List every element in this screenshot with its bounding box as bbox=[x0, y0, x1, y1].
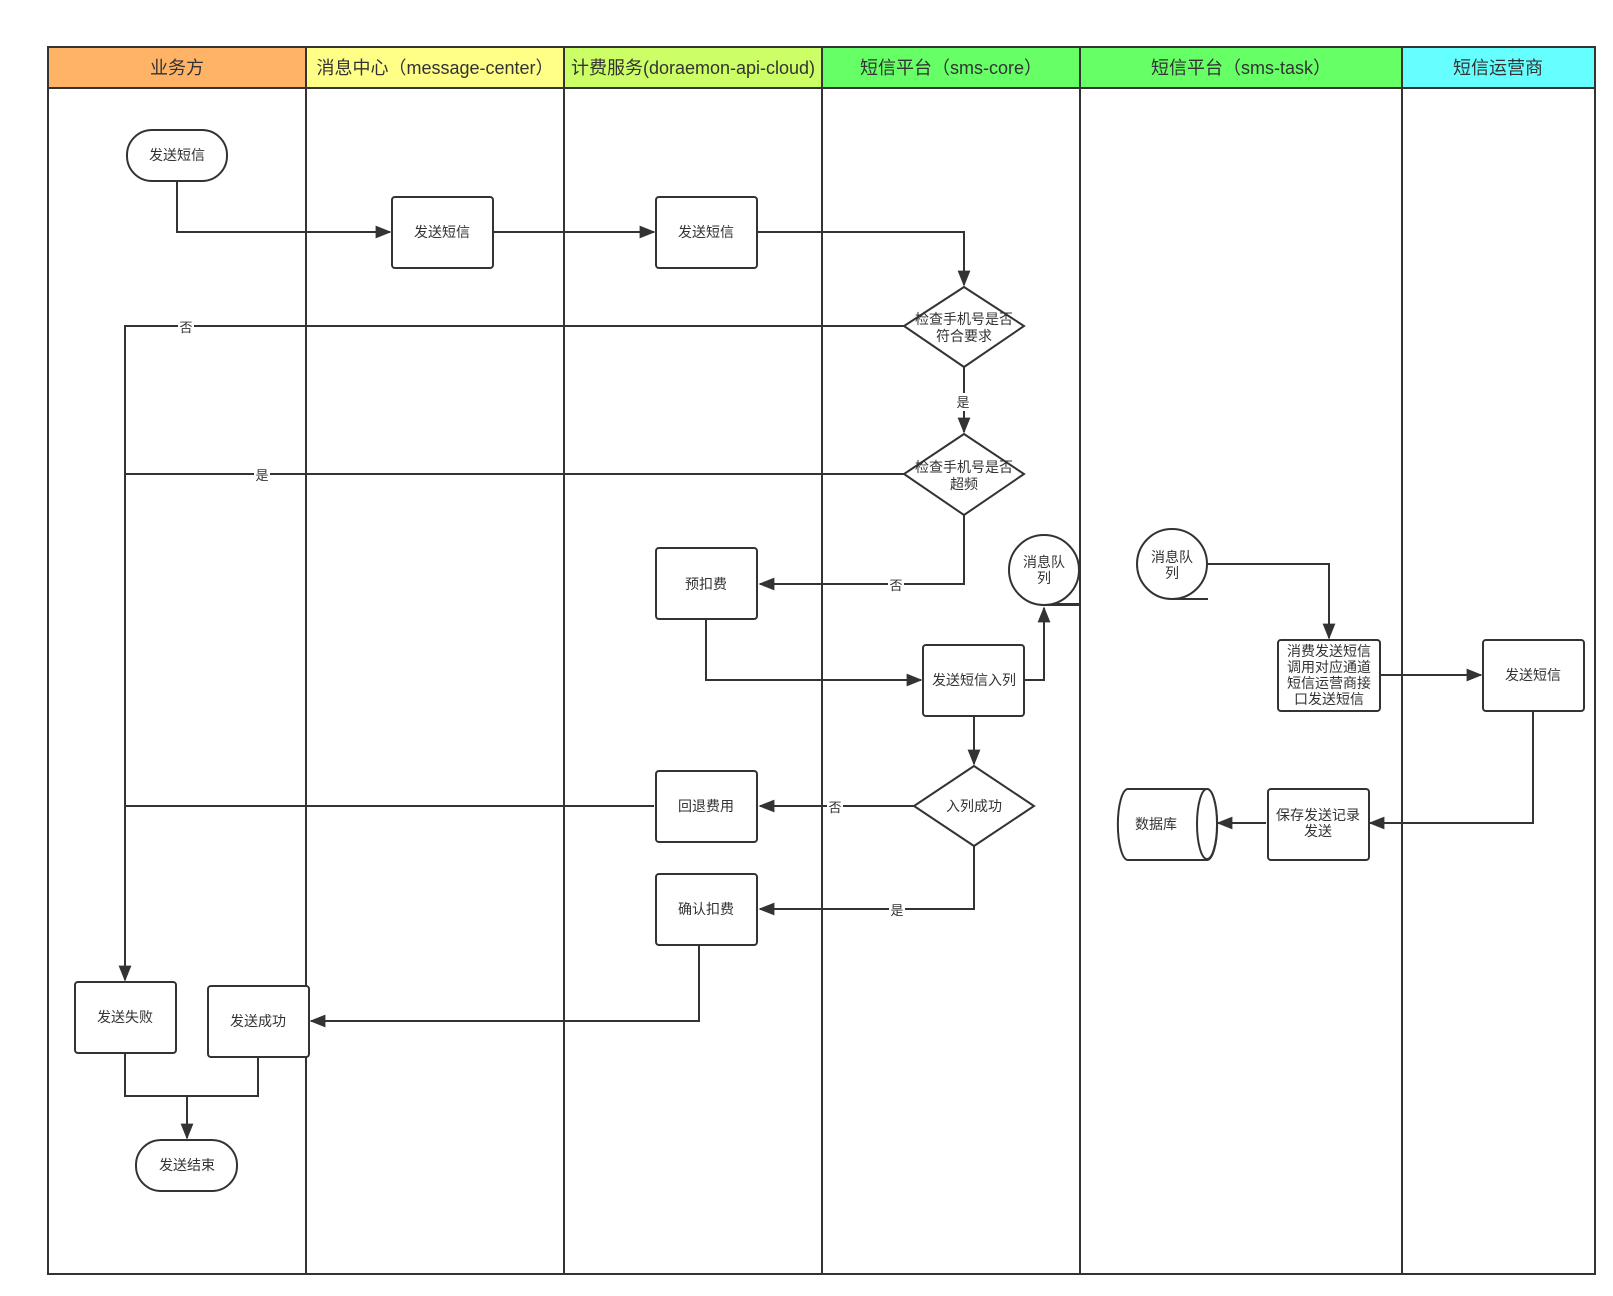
node-consume-shape bbox=[1277, 639, 1381, 712]
node-mc-send-label: 发送短信 bbox=[414, 224, 470, 240]
node-confirm-label: 确认扣费 bbox=[678, 901, 734, 917]
node-labels: 发送短信 发送短信 发送短信 检查手机号是否 符合要求 检查手机号是否 超频 预… bbox=[97, 147, 1561, 1173]
node-billing-send-label: 发送短信 bbox=[678, 224, 734, 240]
node-consume-label-4: 口发送短信 bbox=[1294, 691, 1364, 707]
lane-title-business: 业务方 bbox=[150, 58, 204, 78]
node-enqueue-check-label: 入列成功 bbox=[946, 798, 1002, 814]
node-billing-send-shape bbox=[655, 196, 758, 269]
node-database-shape bbox=[1116, 788, 1219, 861]
label-rate-no: 否 bbox=[889, 578, 902, 593]
node-confirm-shape bbox=[655, 873, 758, 946]
node-start-label: 发送短信 bbox=[149, 147, 205, 163]
node-success-label: 发送成功 bbox=[230, 1013, 286, 1029]
node-check-rate-label-1: 检查手机号是否 bbox=[915, 459, 1013, 475]
node-enqueue-label: 发送短信入列 bbox=[932, 672, 1016, 688]
edge-prededuct-to-enqueue bbox=[705, 618, 923, 687]
node-queue-task-label-1: 消息队 bbox=[1151, 549, 1193, 565]
lane-title-carrier: 短信运营商 bbox=[1453, 58, 1543, 78]
lane-title-sms-task: 短信平台（sms-task） bbox=[1151, 58, 1331, 78]
node-queue-core-label-2: 列 bbox=[1037, 570, 1051, 586]
edge-check-valid-no bbox=[118, 325, 904, 982]
node-end-label: 发送结束 bbox=[159, 1157, 215, 1173]
label-invalid-no: 否 bbox=[179, 320, 192, 335]
lane-header-billing bbox=[564, 47, 822, 88]
node-end-shape bbox=[135, 1139, 238, 1192]
edge-fail-to-join bbox=[124, 1052, 187, 1097]
queue-shapes bbox=[1008, 528, 1208, 606]
lane-headers: 业务方 消息中心（message-center） 计费服务(doraemon-a… bbox=[48, 47, 1595, 88]
lane-header-business bbox=[48, 47, 306, 88]
node-enqueue-shape bbox=[922, 644, 1025, 717]
lane-title-message-center: 消息中心（message-center） bbox=[316, 58, 553, 78]
node-fail-label: 发送失败 bbox=[97, 1009, 153, 1025]
node-carrier-label: 发送短信 bbox=[1505, 667, 1561, 683]
node-refund-shape bbox=[655, 770, 758, 843]
lane-header-sms-core bbox=[822, 47, 1080, 88]
edge-labels: 否 是 是 否 否 是 bbox=[178, 318, 971, 919]
node-consume-label-2: 调用对应通道 bbox=[1287, 659, 1371, 675]
node-success-shape bbox=[207, 985, 310, 1058]
edge-enqueue-to-queue bbox=[1024, 606, 1051, 681]
node-prededuct-shape bbox=[655, 547, 758, 620]
node-consume-label-1: 消费发送短信 bbox=[1287, 643, 1371, 659]
node-database-label: 数据库 bbox=[1135, 816, 1177, 832]
edge-start-to-mc bbox=[176, 181, 392, 239]
node-consume-label-3: 短信运营商接 bbox=[1287, 675, 1371, 691]
lane-title-billing: 计费服务(doraemon-api-cloud) bbox=[571, 58, 815, 78]
lane-header-sms-task bbox=[1080, 47, 1402, 88]
label-enqueue-no: 否 bbox=[828, 800, 841, 815]
node-start-shape bbox=[126, 129, 228, 182]
edge-enqueue-succeeded bbox=[758, 846, 975, 916]
node-queue-task-label-2: 列 bbox=[1165, 565, 1179, 581]
edge-carrier-to-save bbox=[1368, 710, 1534, 830]
node-check-rate-shape bbox=[902, 432, 1026, 517]
node-prededuct-label: 预扣费 bbox=[685, 576, 727, 592]
edge-queue-task-to-consume bbox=[1207, 563, 1336, 640]
lane-header-message-center bbox=[306, 47, 564, 88]
node-enqueue-check-shape bbox=[912, 764, 1036, 848]
node-fail-shape bbox=[74, 981, 177, 1054]
node-queue-core-label-1: 消息队 bbox=[1023, 554, 1065, 570]
node-refund-label: 回退费用 bbox=[678, 798, 734, 814]
edge-confirm-to-success bbox=[309, 943, 700, 1028]
edge-billing-to-check-valid bbox=[757, 231, 971, 287]
node-carrier-shape bbox=[1482, 639, 1585, 712]
lane-frame bbox=[47, 46, 1596, 1275]
node-check-valid-label-2: 符合要求 bbox=[936, 328, 992, 344]
edge-success-to-join bbox=[187, 1056, 259, 1097]
edge-check-rate-no bbox=[758, 515, 965, 591]
shapes bbox=[74, 129, 1585, 1192]
node-check-valid-label-1: 检查手机号是否 bbox=[915, 311, 1013, 327]
node-save-label-1: 保存发送记录 bbox=[1276, 807, 1360, 823]
lane-header-carrier bbox=[1402, 47, 1595, 88]
node-mc-send-shape bbox=[391, 196, 494, 269]
lane-title-sms-core: 短信平台（sms-core） bbox=[860, 58, 1042, 78]
node-check-valid-shape bbox=[902, 285, 1026, 369]
node-check-rate-label-2: 超频 bbox=[950, 476, 978, 492]
label-valid-yes: 是 bbox=[956, 395, 969, 410]
label-enqueue-yes: 是 bbox=[890, 903, 903, 918]
node-save-shape bbox=[1267, 788, 1370, 861]
label-rate-yes: 是 bbox=[255, 468, 268, 483]
node-save-label-2: 发送 bbox=[1304, 823, 1332, 839]
